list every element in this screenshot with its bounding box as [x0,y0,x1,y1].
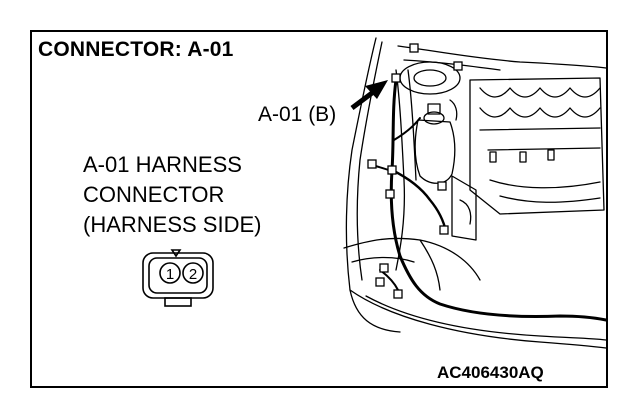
diagram-title: CONNECTOR: A-01 [38,38,234,61]
figure-id: AC406430AQ [437,363,544,382]
callout-label: A-01 (B) [258,103,337,126]
pin-2-label: 2 [189,266,197,283]
harness-clips [367,43,463,299]
engine-bay-lineart [343,37,607,349]
pin-1-label: 1 [166,266,174,283]
harness-label-line-1: A-01 HARNESS [83,152,242,177]
harness-label-line-3: (HARNESS SIDE) [83,212,262,237]
harness-label-line-2: CONNECTOR [83,182,225,207]
connector-face-icon: 1 2 [142,249,214,307]
wiring-harness [371,78,608,322]
